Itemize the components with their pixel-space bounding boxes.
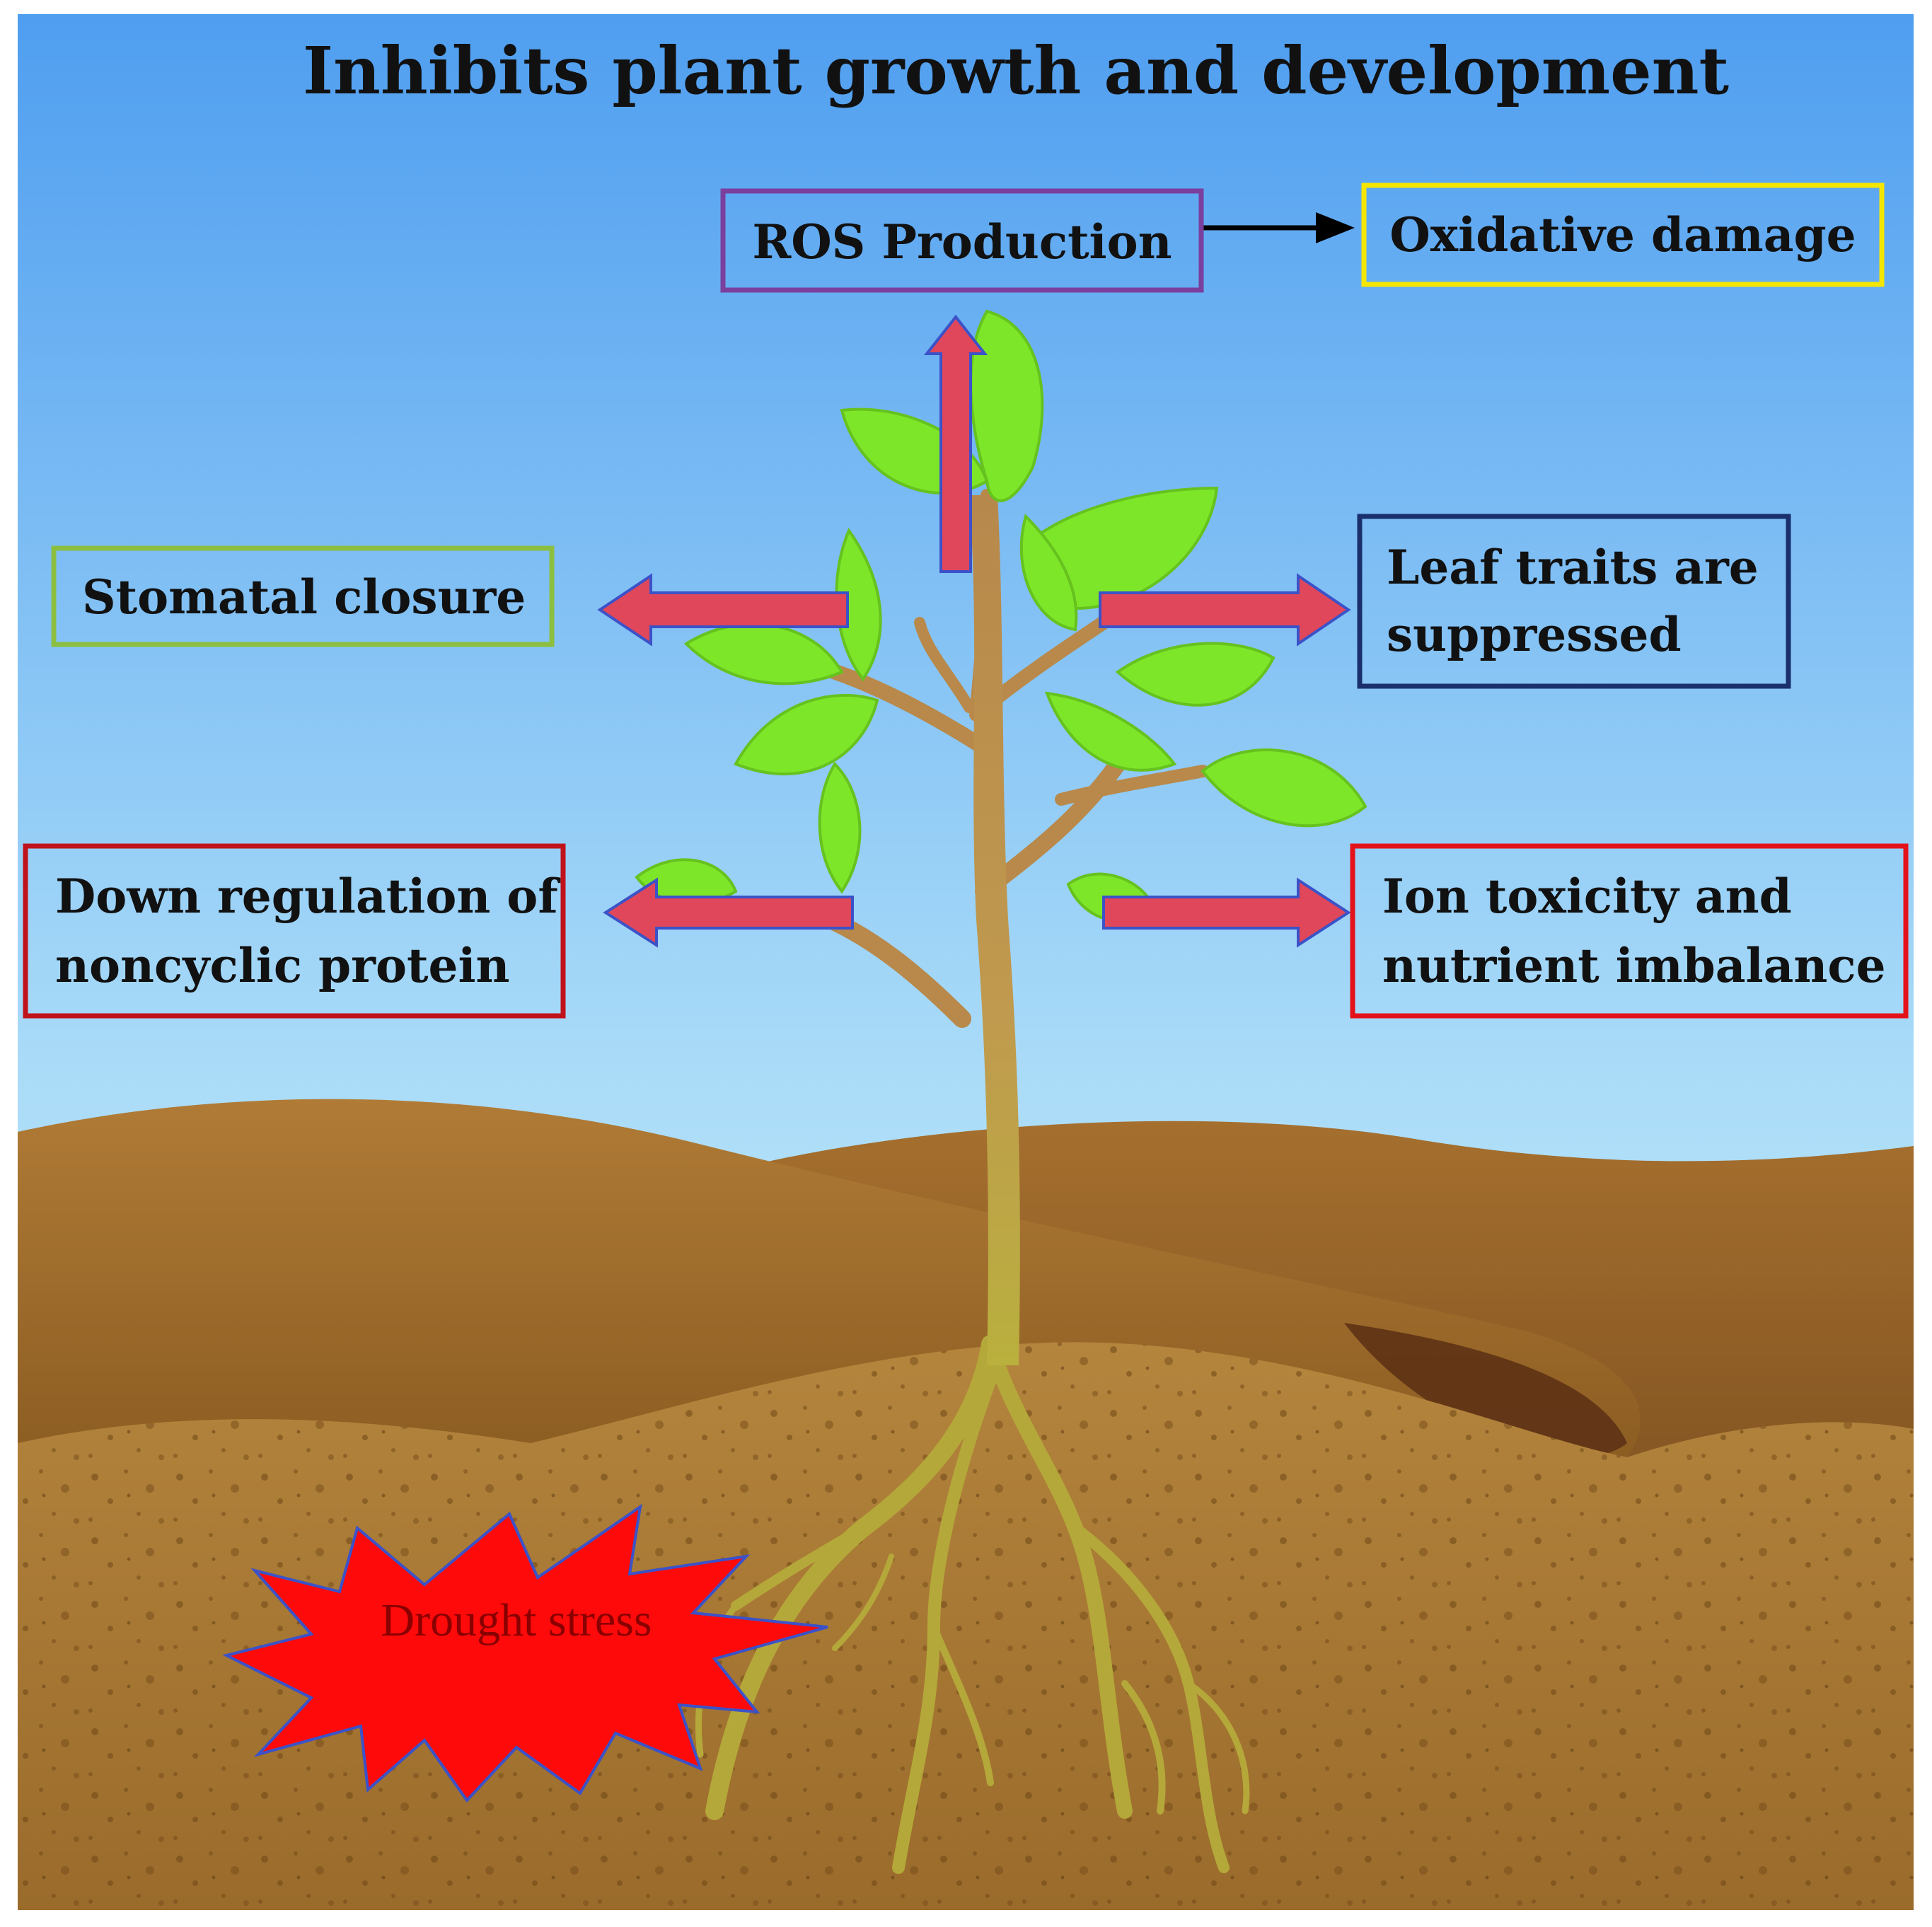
ros-production-box: ROS Production [720,188,1204,293]
plant-roots [695,1335,1250,1874]
arrow-up-to-ros [923,314,988,573]
down-regulation-box: Down regulation of noncyclic protein [23,843,566,1019]
arrow-left-to-downreg [603,877,854,948]
ros-box-border [720,188,1204,293]
downreg-box-line-2: noncyclic protein [55,938,510,993]
leaf-box-line-1: Leaf traits are [1387,540,1759,595]
leaf-box-line-2: suppressed [1387,607,1682,662]
arrow-right-to-leaf [1099,573,1351,647]
ion-box-line-2: nutrient imbalance [1382,938,1886,993]
leaf-box-border [1357,514,1791,689]
downreg-box-border [23,843,566,1019]
stress-arrows [597,314,1351,948]
hill-groove [1344,1323,1627,1457]
ion-box-border [1350,843,1909,1019]
ros-to-oxidative-arrow [1203,212,1355,243]
stomatal-box-label: Stomatal closure [82,569,526,625]
oxidative-damage-box: Oxidative damage [1361,183,1885,287]
ros-box-label: ROS Production [752,214,1172,270]
plant-stem [969,495,1020,1365]
arrow-right-to-ion [1102,877,1351,948]
oxidative-box-label: Oxidative damage [1389,207,1856,262]
diagram-title: Inhibits plant growth and development [303,33,1730,109]
leaf-traits-box: Leaf traits are suppressed [1357,514,1791,689]
ion-box-line-1: Ion toxicity and [1382,869,1792,924]
stomatal-closure-box: Stomatal closure [51,545,555,647]
stomatal-box-border [51,545,555,647]
arrow-left-to-stomatal [597,573,849,647]
ion-toxicity-box: Ion toxicity and nutrient imbalance [1350,843,1909,1019]
drought-stress-label: Drought stress [381,1595,652,1646]
oxidative-box-border [1361,183,1885,287]
burst-shape [222,1503,828,1803]
drought-stress-burst: Drought stress [222,1503,828,1803]
downreg-box-line-1: Down regulation of [55,869,560,924]
